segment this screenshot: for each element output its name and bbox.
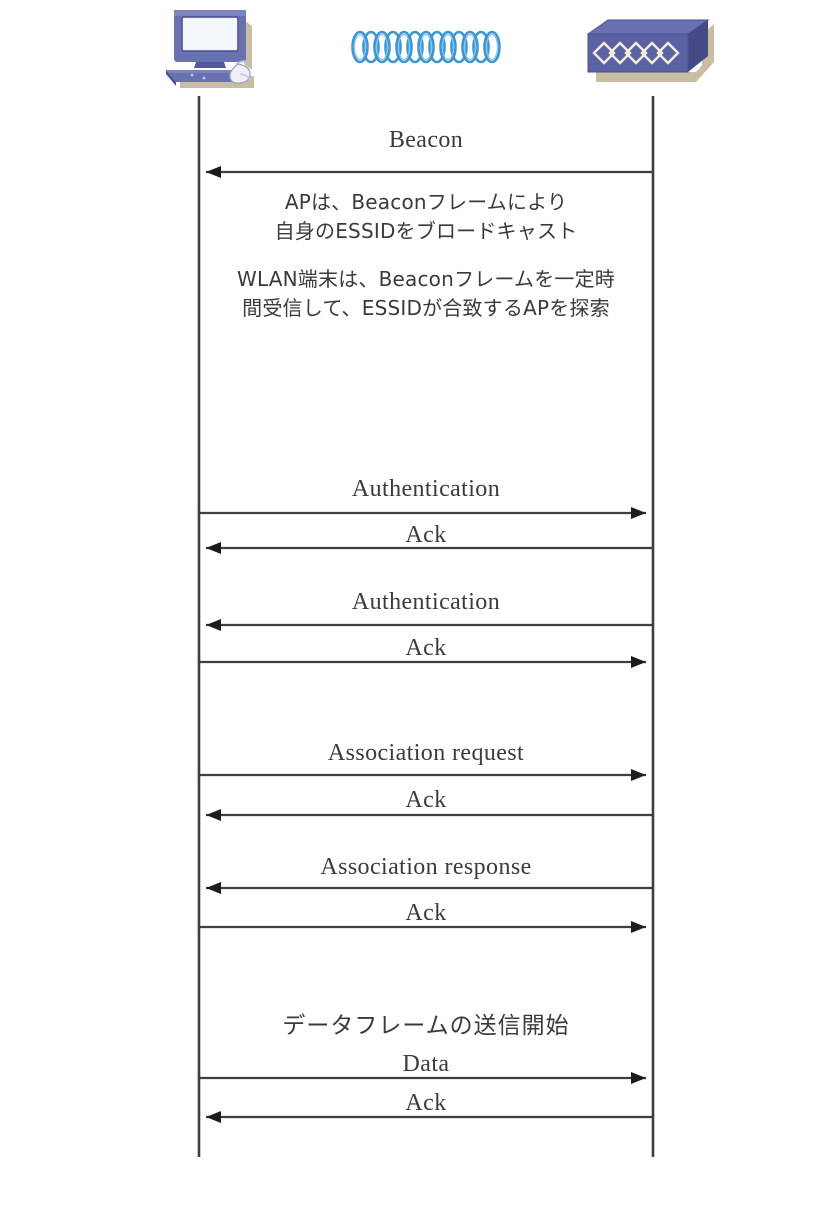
message-label-ack-2: Ack (405, 635, 447, 661)
message-label-ack-3: Ack (405, 787, 447, 813)
wireless-coil-icon (348, 24, 504, 70)
message-label-ack-4: Ack (405, 900, 447, 926)
workstation-icon (158, 4, 262, 96)
workstation-icon-svg (166, 10, 254, 88)
message-label-ack-5: Ack (405, 1090, 447, 1116)
switch-icon (580, 16, 718, 86)
message-label-association-request: Association request (327, 740, 525, 766)
message-arrows (199, 166, 653, 1123)
message-label-ack-1: Ack (405, 522, 447, 548)
switch-icon-svg (586, 19, 714, 82)
note-scan: WLAN端末は、Beaconフレームを一定時 間受信して、ESSIDが合致するA… (236, 267, 615, 320)
message-label-authentication-2: Authentication (351, 589, 501, 615)
message-label-authentication-1: Authentication (351, 476, 501, 502)
message-label-data: Data (402, 1051, 450, 1077)
note-data-start: データフレームの送信開始 (282, 1013, 570, 1039)
message-label-beacon: Beacon (388, 127, 464, 153)
message-label-association-response: Association response (320, 854, 532, 880)
wireless-coil-icon-svg (351, 30, 501, 64)
note-beacon-broadcast: APは、Beaconフレームにより 自身のESSIDをブロードキャスト (274, 190, 578, 243)
